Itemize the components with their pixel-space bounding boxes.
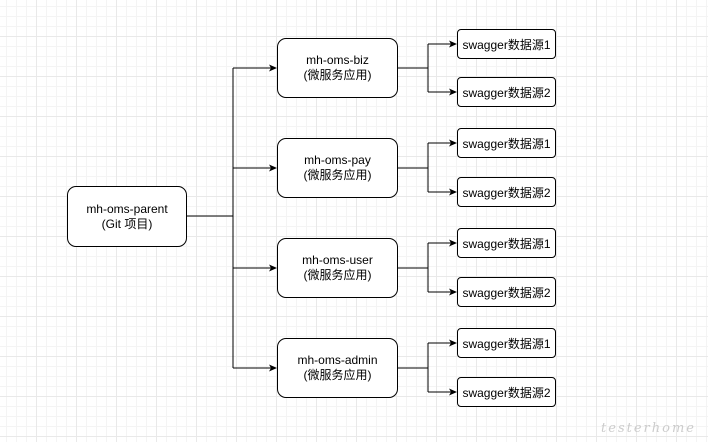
service-node-name: mh-oms-biz	[306, 53, 369, 67]
swagger-source-label: swagger数据源1	[462, 336, 551, 351]
service-node-name: mh-oms-user	[302, 253, 373, 267]
service-node-subtitle: (微服务应用)	[303, 268, 372, 282]
swagger-source-node[interactable]: swagger数据源1	[457, 29, 556, 59]
swagger-source-label: swagger数据源2	[462, 185, 551, 200]
service-node-subtitle: (微服务应用)	[303, 68, 372, 82]
swagger-source-label: swagger数据源2	[462, 85, 551, 100]
root-node-subtitle: (Git 项目)	[101, 216, 153, 231]
swagger-source-node[interactable]: swagger数据源1	[457, 228, 556, 258]
service-node-name: mh-oms-admin	[297, 353, 378, 367]
service-node-user[interactable]: mh-oms-user (微服务应用)	[277, 238, 398, 298]
service-node-biz[interactable]: mh-oms-biz (微服务应用)	[277, 38, 398, 98]
service-node-subtitle: (微服务应用)	[303, 168, 372, 182]
swagger-source-label: swagger数据源1	[462, 236, 551, 251]
service-node-pay[interactable]: mh-oms-pay (微服务应用)	[277, 138, 398, 198]
swagger-source-node[interactable]: swagger数据源1	[457, 128, 556, 158]
watermark-logo: testerhome	[601, 421, 696, 436]
service-node-name: mh-oms-pay	[304, 153, 371, 167]
swagger-source-node[interactable]: swagger数据源2	[457, 277, 556, 307]
service-node-subtitle: (微服务应用)	[303, 368, 372, 382]
swagger-source-node[interactable]: swagger数据源2	[457, 377, 556, 407]
swagger-source-label: swagger数据源1	[462, 37, 551, 52]
swagger-source-node[interactable]: swagger数据源2	[457, 177, 556, 207]
swagger-source-label: swagger数据源2	[462, 385, 551, 400]
root-node[interactable]: mh-oms-parent (Git 项目)	[67, 186, 187, 247]
swagger-source-label: swagger数据源1	[462, 136, 551, 151]
service-node-admin[interactable]: mh-oms-admin (微服务应用)	[277, 338, 398, 398]
swagger-source-node[interactable]: swagger数据源2	[457, 77, 556, 107]
swagger-source-label: swagger数据源2	[462, 285, 551, 300]
root-node-name: mh-oms-parent	[86, 201, 168, 216]
swagger-source-node[interactable]: swagger数据源1	[457, 328, 556, 358]
